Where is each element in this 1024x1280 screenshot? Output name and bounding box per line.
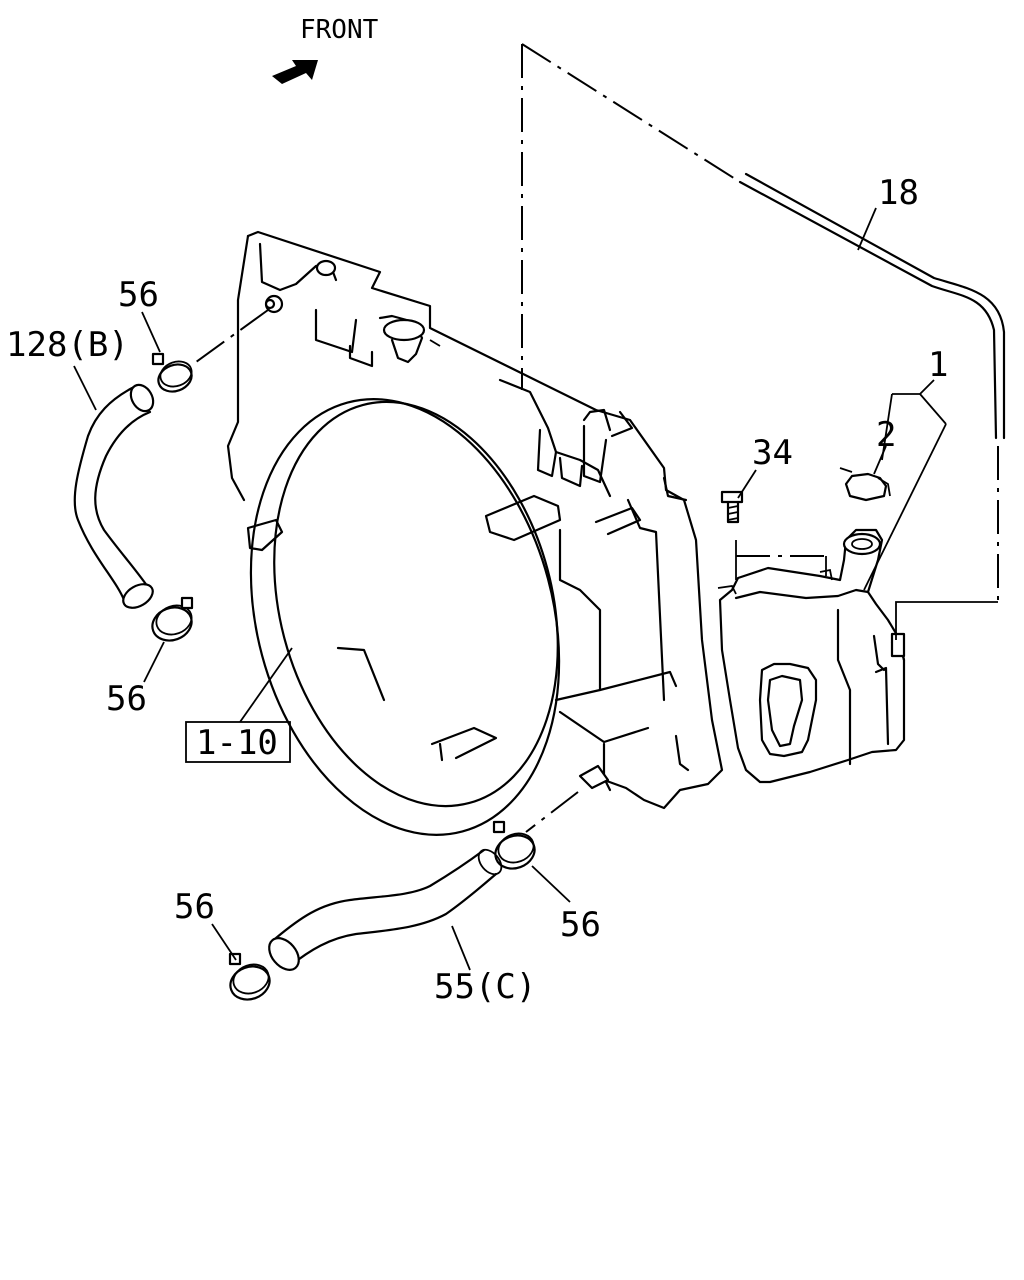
callout-34: 34 xyxy=(752,433,793,473)
callout-55c: 55(C) xyxy=(434,967,536,1007)
callout-leaders xyxy=(73,207,947,971)
callout-1-10: 1-10 xyxy=(196,723,278,763)
reservoir-hose-leader xyxy=(521,43,741,390)
callout-2: 2 xyxy=(876,415,896,455)
callout-56-left: 56 xyxy=(106,679,147,719)
callout-1: 1 xyxy=(928,345,948,385)
callout-56-top: 56 xyxy=(118,275,159,315)
hose-clamp-bottom-left xyxy=(228,952,271,1001)
hose-clamp-left xyxy=(151,596,194,642)
lower-radiator-hose xyxy=(268,848,503,971)
bolt xyxy=(720,490,744,524)
front-arrow-icon xyxy=(272,60,318,84)
radiator-assembly xyxy=(195,230,724,836)
callout-56-bottom-left: 56 xyxy=(174,887,215,927)
callout-56-bottom-right: 56 xyxy=(560,905,601,945)
hose-clamp-top xyxy=(151,352,193,393)
callout-128b: 128(B) xyxy=(6,325,129,365)
upper-radiator-hose xyxy=(73,383,155,609)
reservoir-cap xyxy=(839,467,891,502)
bolt-leader xyxy=(735,540,827,580)
callout-18: 18 xyxy=(878,173,919,213)
front-label: FRONT xyxy=(300,15,379,45)
overflow-hose xyxy=(738,172,1006,640)
callout-1-10-box xyxy=(185,721,291,763)
reservoir-tank xyxy=(717,528,906,784)
hose-clamp-bottom-right xyxy=(492,820,536,870)
